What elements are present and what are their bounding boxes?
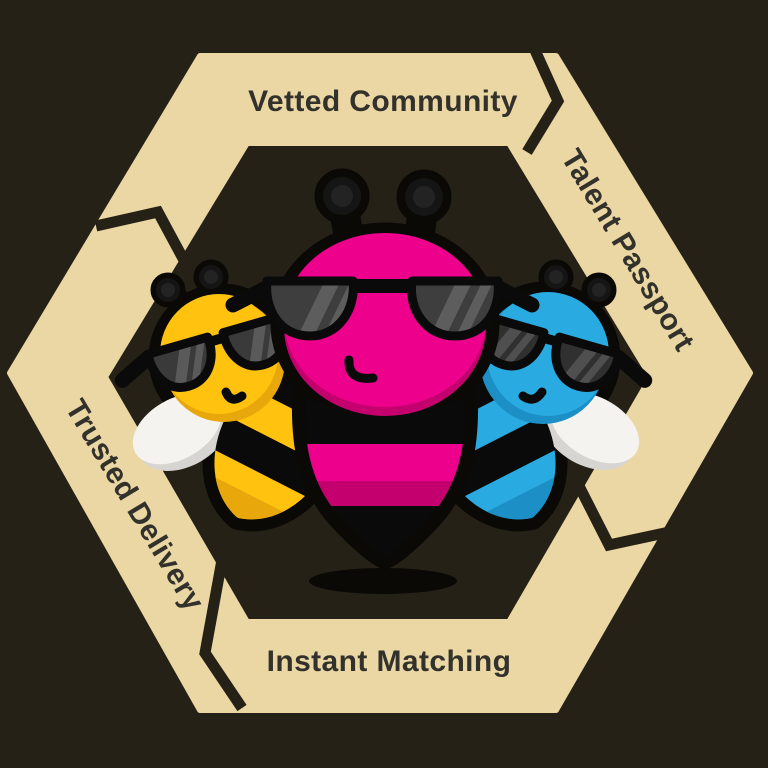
segment-divider-bottom-left [199, 559, 247, 712]
body-stripe [304, 444, 466, 481]
bee-pink [225, 168, 540, 569]
smile [221, 387, 247, 404]
lens-stripe [428, 281, 474, 336]
lens-frame [551, 332, 624, 392]
segment-label-instant-matching: Instant Matching [267, 645, 512, 678]
lens-frame [262, 276, 358, 341]
antenna-bulb [549, 270, 563, 284]
antenna-bulb [161, 283, 175, 297]
hexagon-ring [7, 53, 753, 713]
sunglasses-arm [114, 349, 157, 388]
body-stripe [438, 412, 566, 502]
bee-shadow [309, 568, 457, 594]
sunglasses-bridge [348, 279, 417, 293]
lens-stripe [248, 318, 267, 372]
lens-stripe [296, 281, 342, 336]
lens-stripe [557, 343, 602, 386]
sunglasses-arm [610, 349, 653, 388]
smile [344, 355, 378, 383]
lens-stripe [454, 281, 495, 336]
lens-stripe [190, 337, 206, 388]
lens-frame [143, 332, 216, 392]
segment-divider-top-right [522, 45, 565, 155]
body-stripe [204, 412, 332, 502]
lens-frame [406, 276, 503, 341]
sunglasses [225, 276, 540, 341]
smile [518, 387, 547, 404]
segment-label-vetted-community: Vetted Community [248, 85, 518, 118]
lens-stripe [575, 348, 615, 390]
antenna-bulb [592, 283, 606, 297]
antenna-bulb [204, 270, 218, 284]
lens-stripe [500, 327, 540, 369]
antenna-bulb [413, 186, 435, 208]
antenna-bulb [331, 185, 353, 207]
body-stripe [304, 481, 466, 506]
segment-divider-bottom-right [573, 481, 676, 552]
lens-stripe [173, 339, 192, 393]
segment-divider-upper-left [94, 205, 191, 267]
